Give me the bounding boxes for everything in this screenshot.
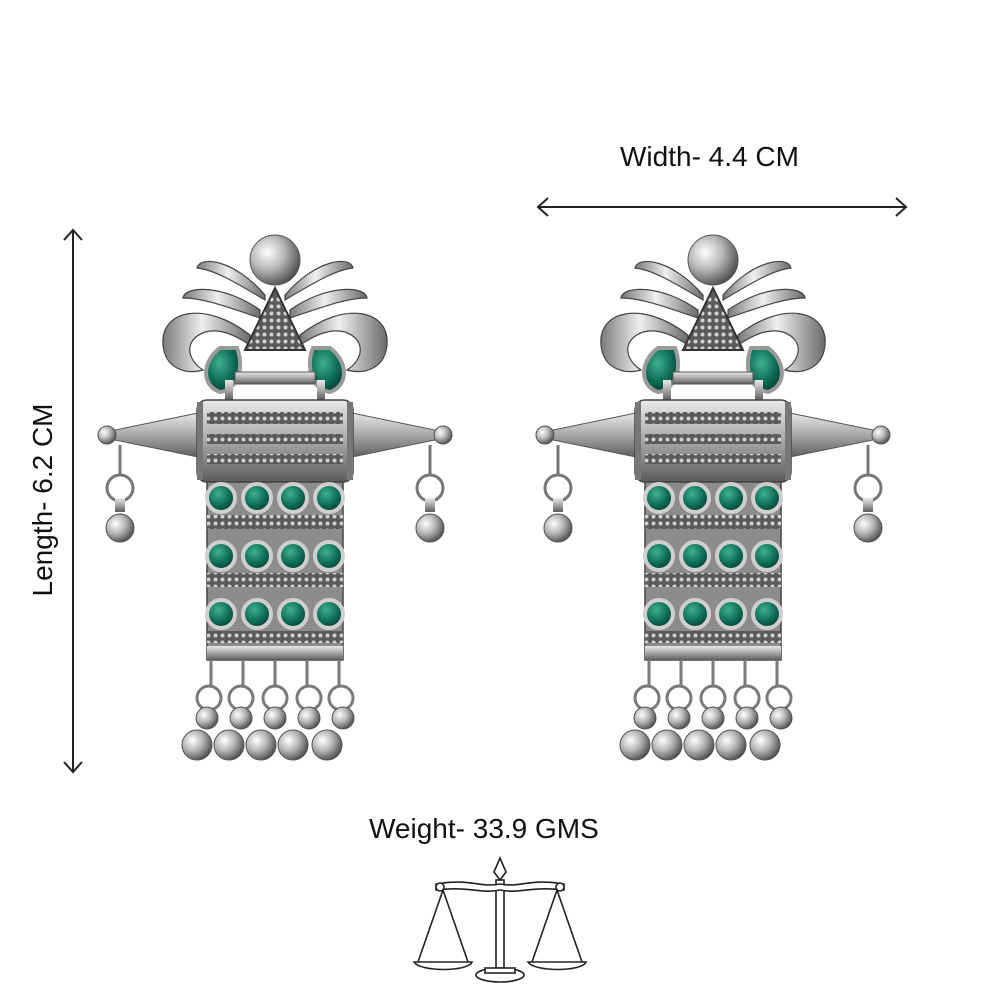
- weight-label: Weight- 33.9 GMS: [369, 813, 599, 844]
- length-arrow-icon: [63, 228, 83, 774]
- length-label: Length- 6.2 CM: [27, 403, 58, 597]
- balance-scale-icon: [412, 855, 588, 983]
- width-label: Width- 4.4 CM: [620, 141, 799, 172]
- left-earring: [96, 233, 454, 762]
- width-arrow-icon: [536, 197, 908, 217]
- right-earring: [534, 233, 892, 762]
